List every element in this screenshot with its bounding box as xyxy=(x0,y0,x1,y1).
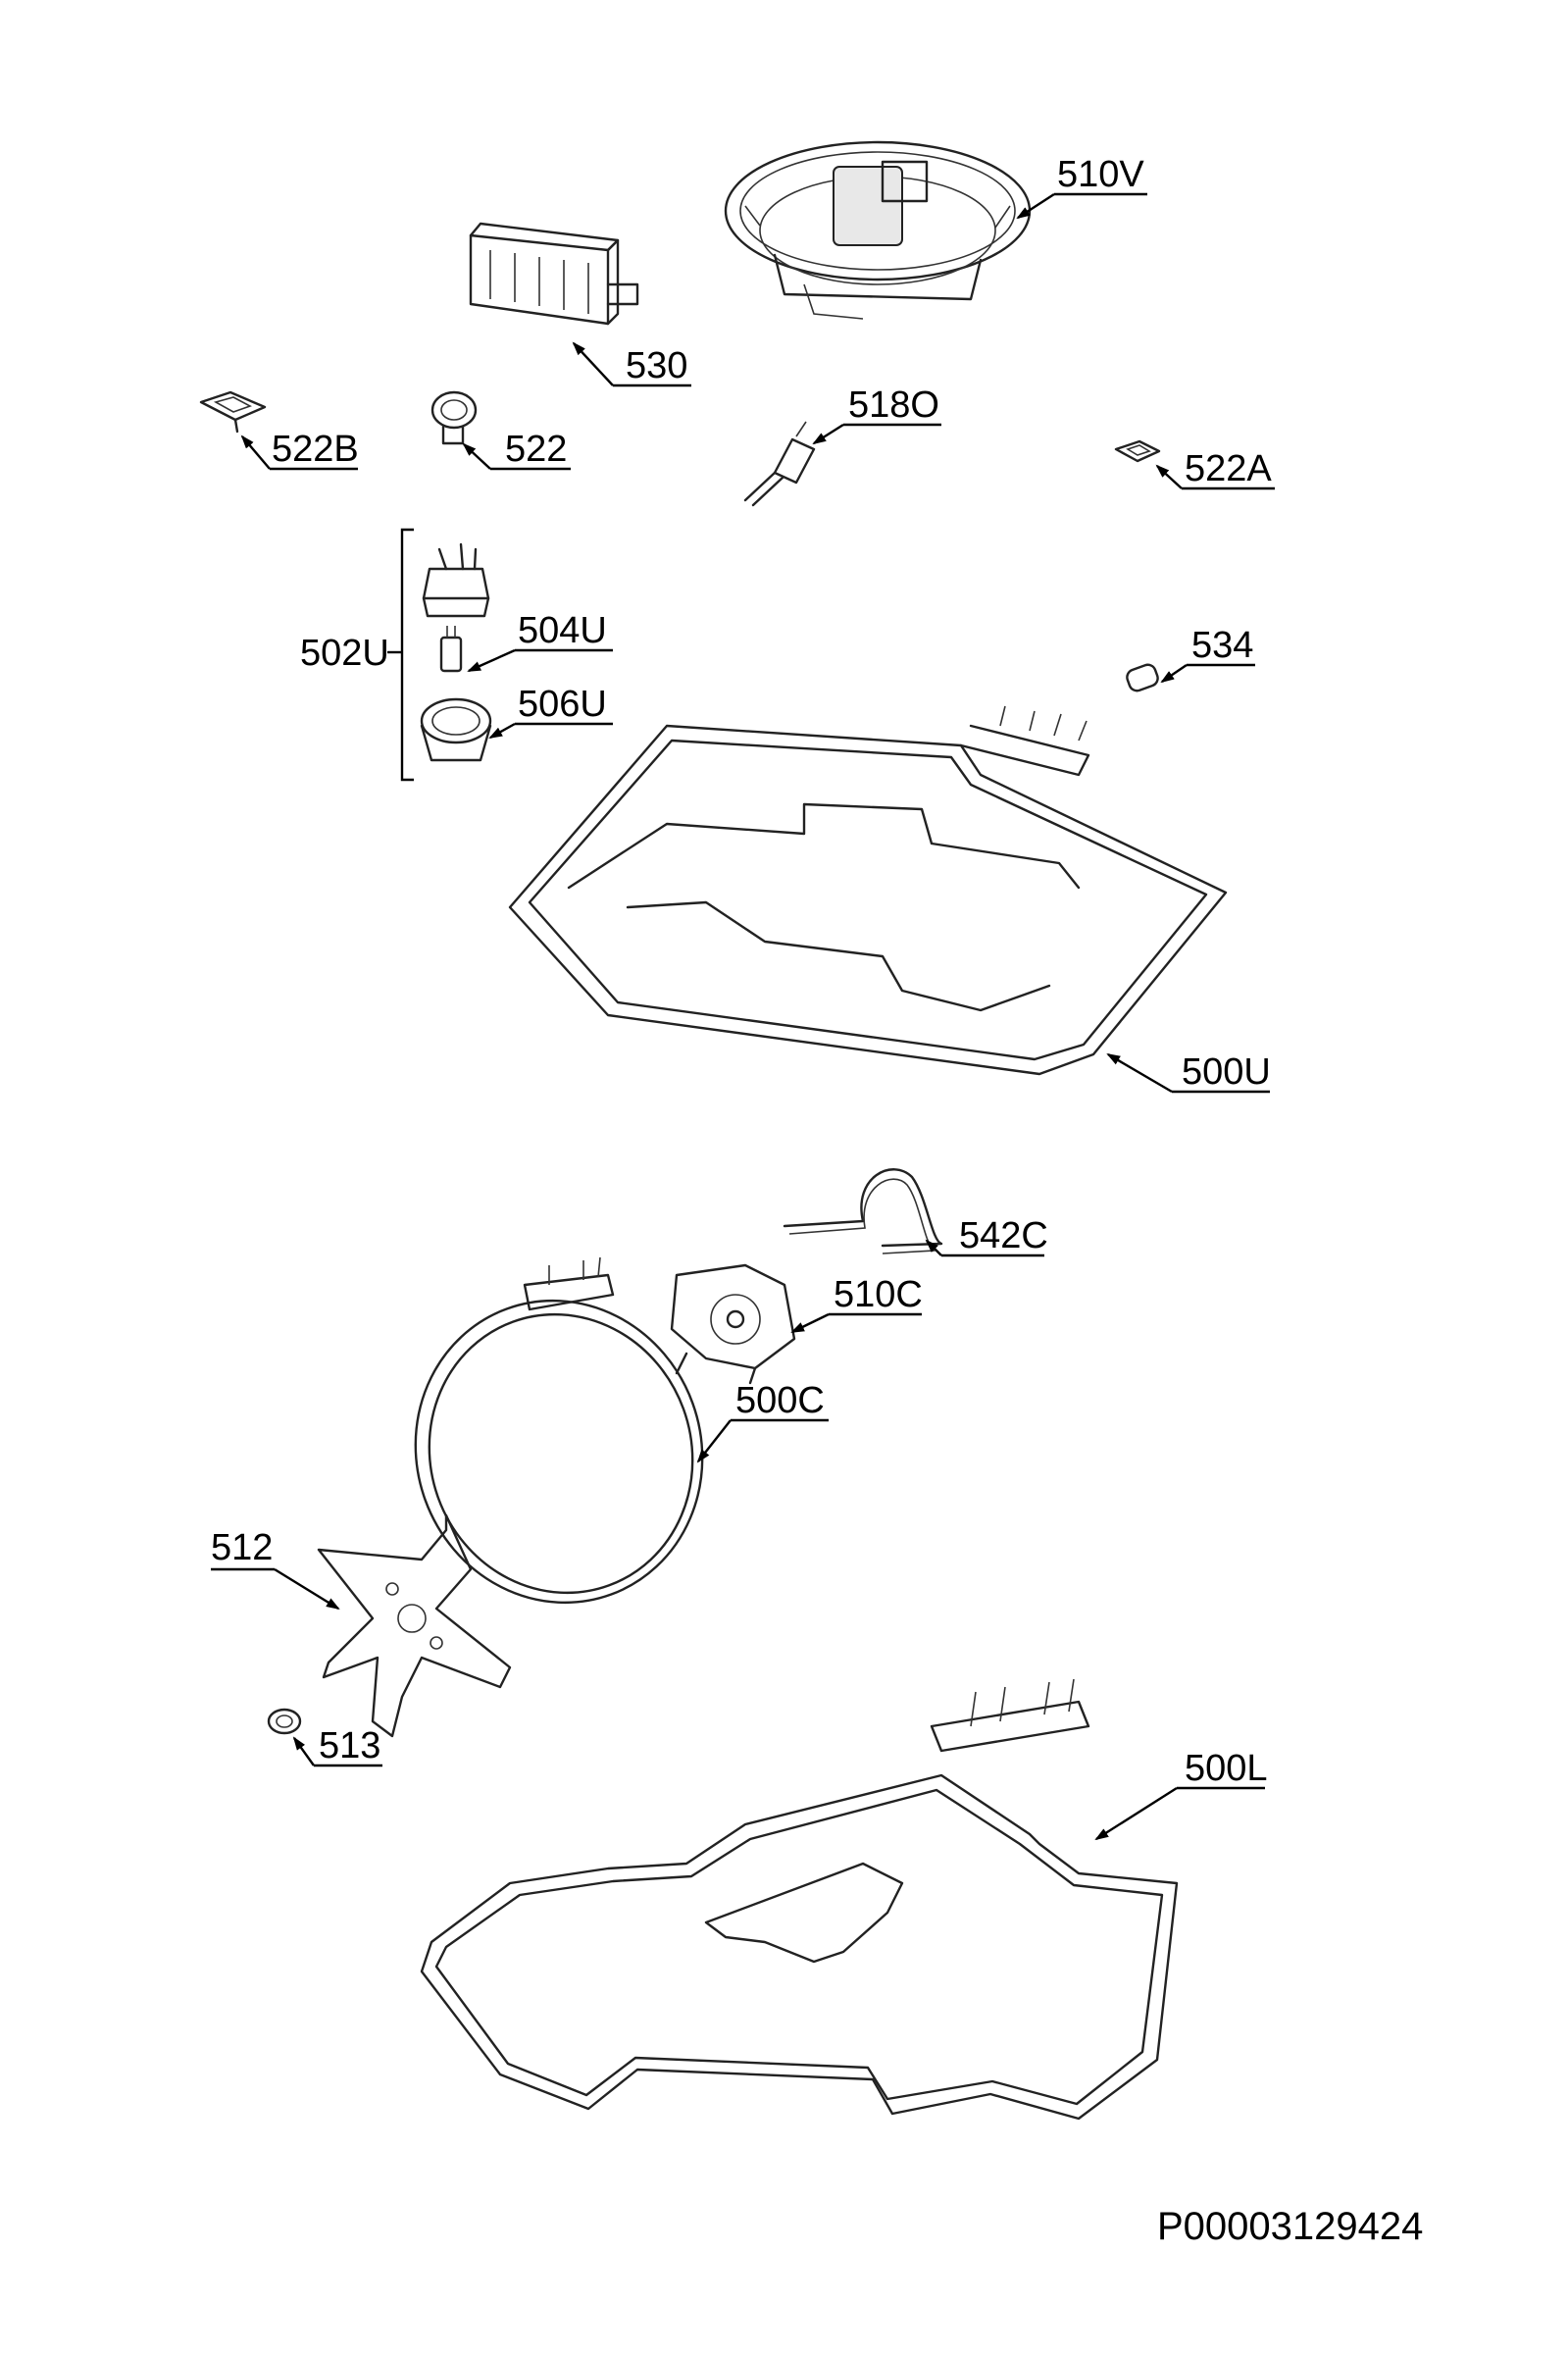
leader-522b: 522B xyxy=(240,429,359,471)
label-502u: 502U xyxy=(300,633,389,674)
label-518o: 518O xyxy=(848,384,939,426)
part-504u-bulb[interactable] xyxy=(439,626,463,673)
group-502u-bracket: 502U xyxy=(300,528,414,782)
leader-504u: 504U xyxy=(467,610,613,673)
label-512: 512 xyxy=(211,1527,273,1568)
leader-512: 512 xyxy=(211,1527,340,1611)
label-500l: 500L xyxy=(1185,1748,1268,1789)
label-530: 530 xyxy=(626,345,687,386)
leader-506u: 506U xyxy=(488,684,613,740)
label-506u: 506U xyxy=(518,684,607,725)
leader-513: 513 xyxy=(292,1725,382,1767)
part-510c-fan-motor[interactable] xyxy=(670,1263,796,1385)
part-513-nut[interactable] xyxy=(267,1708,302,1735)
label-522b: 522B xyxy=(272,429,359,470)
label-504u: 504U xyxy=(518,610,607,651)
label-510v: 510V xyxy=(1057,154,1144,195)
part-522-clip[interactable] xyxy=(430,390,478,445)
leader-510v: 510V xyxy=(1016,154,1147,220)
leader-518o: 518O xyxy=(812,384,941,445)
label-522: 522 xyxy=(505,429,567,470)
part-522a-bracket[interactable] xyxy=(1114,439,1161,463)
part-512-fan-blade[interactable] xyxy=(317,1513,512,1738)
leader-530: 530 xyxy=(572,341,691,387)
part-500c-circular-element[interactable] xyxy=(374,1256,745,1643)
label-542c: 542C xyxy=(959,1215,1048,1256)
label-510c: 510C xyxy=(834,1274,923,1315)
label-513: 513 xyxy=(319,1725,380,1766)
leader-542c: 542C xyxy=(925,1215,1048,1257)
part-502u-lamp-holder[interactable] xyxy=(422,542,490,618)
part-542c-wire-clip[interactable] xyxy=(783,1168,943,1254)
part-530-terminal-block[interactable] xyxy=(469,222,639,326)
part-500l-bottom-element[interactable] xyxy=(420,1678,1179,2121)
part-506u-lamp-cover[interactable] xyxy=(420,697,492,762)
label-522a: 522A xyxy=(1185,448,1272,489)
leader-500c: 500C xyxy=(696,1380,829,1463)
document-id: P00003129424 xyxy=(1157,2205,1423,2248)
leader-534: 534 xyxy=(1160,625,1255,684)
part-510v-fan-assembly[interactable] xyxy=(724,140,1032,320)
leader-500u: 500U xyxy=(1106,1051,1271,1094)
leader-510c: 510C xyxy=(790,1274,923,1334)
part-534-cap[interactable] xyxy=(1125,663,1160,693)
part-500u-top-element[interactable] xyxy=(508,705,1228,1076)
label-534: 534 xyxy=(1191,625,1253,666)
part-518o-sensor[interactable] xyxy=(743,421,816,507)
leader-522a: 522A xyxy=(1155,448,1275,490)
leader-500l: 500L xyxy=(1094,1748,1268,1841)
label-500c: 500C xyxy=(735,1380,825,1421)
label-500u: 500U xyxy=(1182,1051,1271,1093)
leader-522: 522 xyxy=(462,429,571,471)
part-522b-bracket[interactable] xyxy=(199,390,267,434)
